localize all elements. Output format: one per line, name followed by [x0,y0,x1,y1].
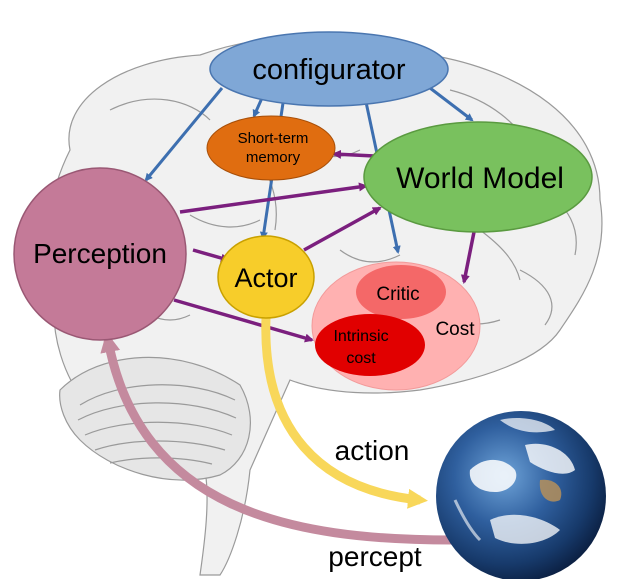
action-label: action [335,435,410,466]
configurator-label: configurator [252,54,405,86]
percept-label: percept [328,541,422,572]
critic-label: Critic [376,284,419,305]
earth-globe-icon [436,411,606,579]
short-term-memory-label-line1: Short-term [238,130,309,147]
world-model-label: World Model [396,162,564,195]
perception-label: Perception [33,238,167,269]
cost-label: Cost [435,319,475,340]
actor-label: Actor [234,263,297,293]
short-term-memory-node [207,116,335,180]
intrinsic-cost-label-line2: cost [346,350,376,367]
intrinsic-cost-label-line1: Intrinsic [333,328,388,345]
short-term-memory-label-line2: memory [246,149,301,166]
